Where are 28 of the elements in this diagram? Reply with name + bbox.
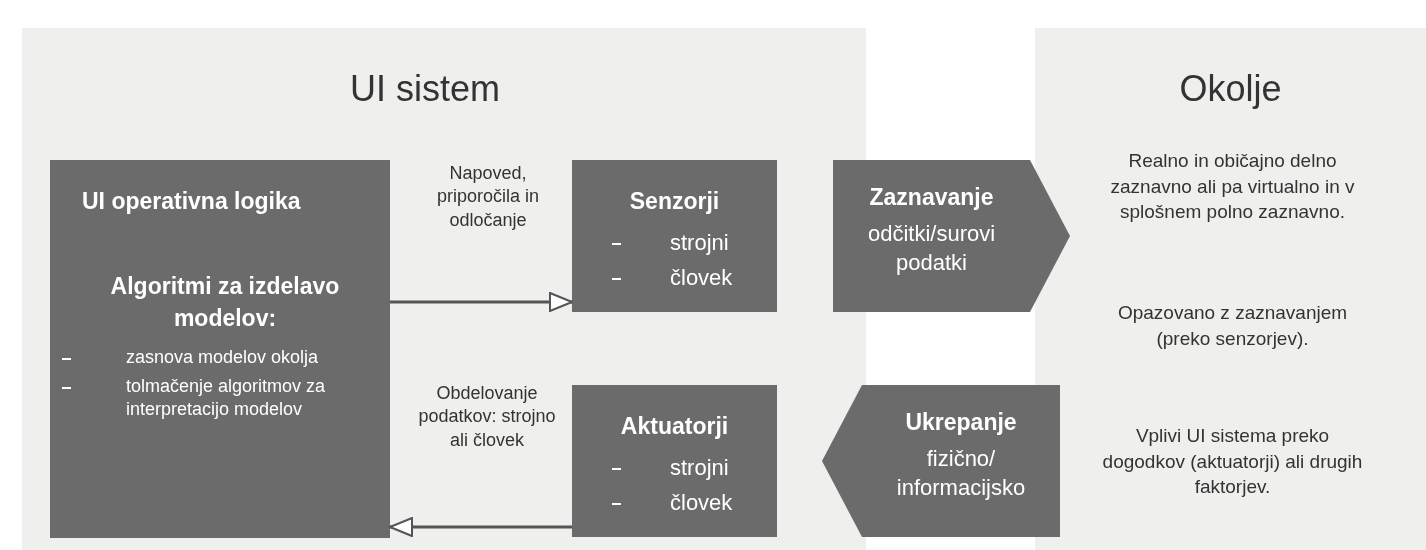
box-subheading: Algoritmi za izdelavo modelov:	[109, 272, 341, 334]
edge-label: Obdelovanje podatkov: strojno ali človek	[417, 382, 557, 452]
list-item: zasnova modelov okolja	[126, 346, 320, 369]
list-item: tolmačenje algoritmov za interpretacijo modelov	[126, 375, 327, 422]
panel-background	[1035, 28, 1426, 550]
box-text: fizično/ informacijsko	[895, 445, 1027, 502]
process-box	[572, 160, 777, 312]
description-text: Opazovano z zaznavanjem (preko senzorjev).	[1116, 301, 1349, 351]
box-heading: Aktuatorji	[619, 413, 730, 440]
description-text: Realno in običajno delno zaznavno ali pa virtualno in v splošnem polno zaznavno.	[1109, 149, 1356, 225]
process-box	[572, 385, 777, 537]
list-item: človek	[670, 490, 733, 516]
process-box	[50, 160, 390, 538]
block-arrow	[390, 292, 573, 312]
description-text: Vplivi UI sistema preko dogodkov (aktuatorji) ali drugih faktorjev.	[1101, 424, 1364, 500]
box-text: odčitki/surovi podatki	[866, 220, 997, 277]
list-item: človek	[670, 265, 733, 291]
box-heading: Ukrepanje	[904, 409, 1018, 436]
box-heading: Senzorji	[628, 188, 721, 215]
list-item: strojni	[670, 455, 729, 481]
panel-background	[22, 28, 866, 550]
box-heading: UI operativna logika	[82, 188, 302, 215]
panel-title: UI sistem	[349, 68, 501, 110]
block-arrow	[389, 517, 572, 537]
panel-title: Okolje	[1178, 68, 1283, 110]
edge-label: Napoved, priporočila in odločanje	[435, 162, 541, 232]
box-heading: Zaznavanje	[868, 184, 995, 211]
list-item: strojni	[670, 230, 729, 256]
